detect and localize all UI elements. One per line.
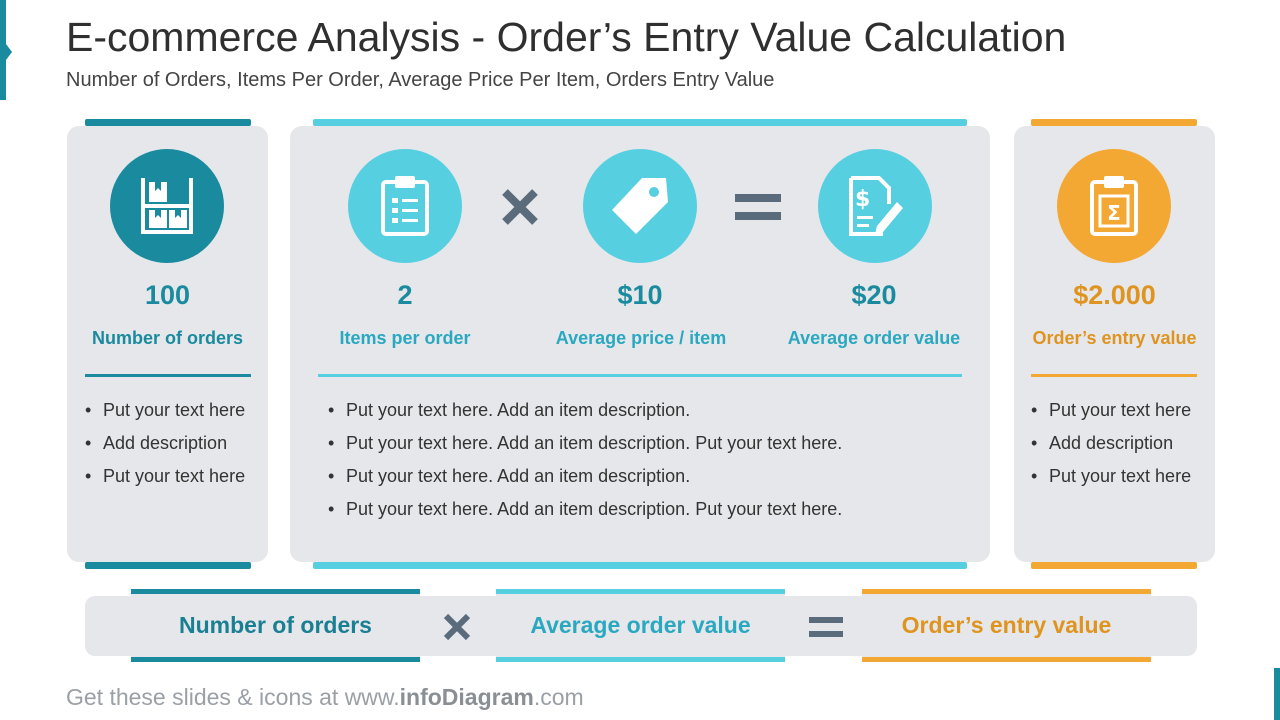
list-item: Put your text here (79, 397, 259, 423)
left-accent-bar (0, 0, 6, 100)
orders-divider (85, 374, 251, 377)
entry-value: $2.000 (1073, 280, 1156, 310)
items-value: 2 (397, 280, 413, 310)
right-accent-bar (1274, 668, 1280, 720)
entry-icon-circle: Σ (1057, 149, 1171, 263)
formula-order-value-label: Average order value (530, 612, 751, 638)
orders-card-bottom-bar (85, 562, 251, 569)
orders-label: Number of orders (91, 328, 244, 348)
entry-bullet-list: Put your text here Add description Put y… (1025, 397, 1205, 496)
entry-card-bottom-bar (1031, 562, 1197, 569)
list-item: Put your text here (1025, 463, 1205, 489)
middle-divider (318, 374, 962, 377)
list-item: Put your text here. Add an item descript… (322, 463, 962, 489)
formula-orders: Number of orders (131, 589, 420, 662)
price-icon-circle (583, 149, 697, 263)
list-item: Put your text here. Add an item descript… (322, 430, 962, 456)
list-item: Put your text here. Add an item descript… (322, 496, 962, 522)
footer-credit: Get these slides & icons at www.infoDiag… (66, 684, 584, 711)
formula-orders-label: Number of orders (179, 612, 372, 638)
order-value-icon-circle: $ (818, 149, 932, 263)
middle-card-bottom-bar (313, 562, 967, 569)
formula-multiply-operator (440, 610, 474, 644)
slide-title: E-commerce Analysis - Order’s Entry Valu… (66, 14, 1067, 60)
order-value-value: $20 (851, 280, 897, 310)
middle-card-top-bar (313, 119, 967, 126)
invoice-dollar-icon: $ (849, 176, 903, 236)
footer-prefix: Get these slides & icons at www. (66, 684, 400, 710)
slide-subtitle: Number of Orders, Items Per Order, Avera… (66, 69, 775, 91)
entry-card-top-bar (1031, 119, 1197, 126)
formula-equals-operator (808, 614, 844, 640)
list-item: Put your text here (79, 463, 259, 489)
orders-value: 100 (144, 280, 191, 310)
order-value-label: Average order value (787, 328, 961, 348)
multiply-icon (443, 613, 471, 641)
list-item: Put your text here (1025, 397, 1205, 423)
entry-label: Order’s entry value (1032, 328, 1197, 348)
footer-suffix: .com (533, 684, 584, 710)
items-label: Items per order (339, 328, 471, 348)
svg-text:$: $ (855, 187, 870, 212)
price-tag-icon (612, 178, 668, 234)
equals-icon (735, 194, 781, 220)
equals-operator (734, 190, 782, 224)
svg-text:Σ: Σ (1107, 201, 1121, 225)
formula-order-value: Average order value (496, 589, 785, 662)
middle-bullet-list: Put your text here. Add an item descript… (322, 397, 962, 529)
orders-card-top-bar (85, 119, 251, 126)
multiply-icon (502, 189, 538, 225)
left-accent-tip (6, 44, 12, 60)
formula-entry-value: Order’s entry value (862, 589, 1151, 662)
formula-entry-value-label: Order’s entry value (901, 612, 1112, 638)
clipboard-sigma-icon: Σ (1090, 176, 1138, 236)
list-item: Add description (79, 430, 259, 456)
price-value: $10 (617, 280, 663, 310)
multiply-operator (497, 185, 543, 229)
items-icon-circle (348, 149, 462, 263)
list-item: Add description (1025, 430, 1205, 456)
orders-icon-circle (110, 149, 224, 263)
warehouse-shelf-icon (141, 178, 193, 234)
price-label: Average price / item (555, 328, 727, 348)
clipboard-list-icon (381, 176, 429, 236)
orders-bullet-list: Put your text here Add description Put y… (79, 397, 259, 496)
entry-divider (1031, 374, 1197, 377)
list-item: Put your text here. Add an item descript… (322, 397, 962, 423)
equals-icon (809, 617, 843, 637)
footer-brand: infoDiagram (399, 684, 534, 710)
